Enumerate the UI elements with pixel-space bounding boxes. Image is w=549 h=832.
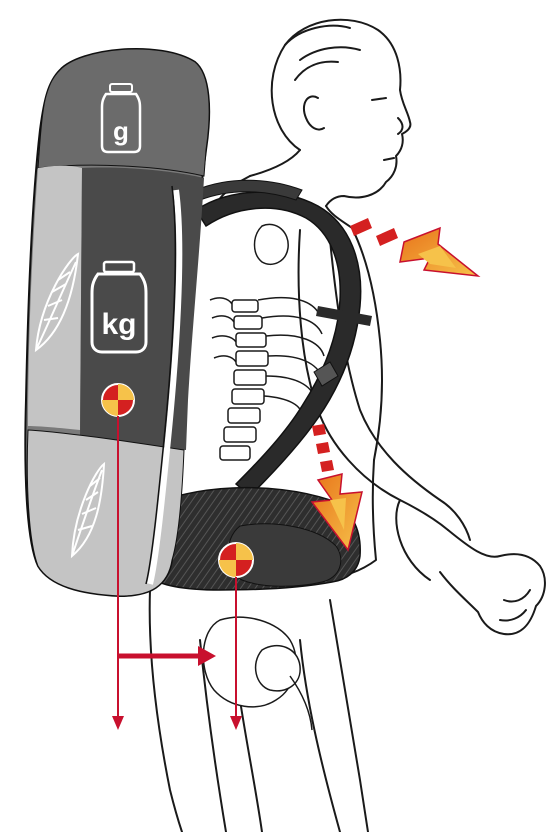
pack-gravity-arrowhead — [112, 716, 124, 730]
hiker-hand — [440, 530, 545, 634]
center-of-gravity-icon — [219, 543, 253, 577]
spine — [220, 300, 268, 460]
hiker-face-details — [372, 98, 403, 160]
pressure-arrow-icon — [350, 218, 478, 276]
hiker-sleeve — [396, 500, 470, 580]
hiker-figure — [150, 20, 545, 832]
heavy-weight-label: kg — [101, 308, 136, 341]
hiker-leg-back — [150, 590, 182, 832]
shoulder-blade — [255, 224, 289, 264]
hiker-leg-front-2 — [300, 640, 340, 832]
pack-light-panel-upper — [28, 166, 82, 430]
light-weight-label: g — [113, 116, 129, 146]
body-gravity-arrowhead — [230, 716, 242, 730]
hiker-leg-front-1 — [330, 600, 368, 832]
hiker-ear — [304, 96, 324, 129]
pack-top-section — [38, 49, 209, 176]
hip-joint — [256, 646, 301, 691]
center-of-gravity-icon — [102, 384, 134, 416]
pack-heavy-panel — [80, 167, 204, 450]
